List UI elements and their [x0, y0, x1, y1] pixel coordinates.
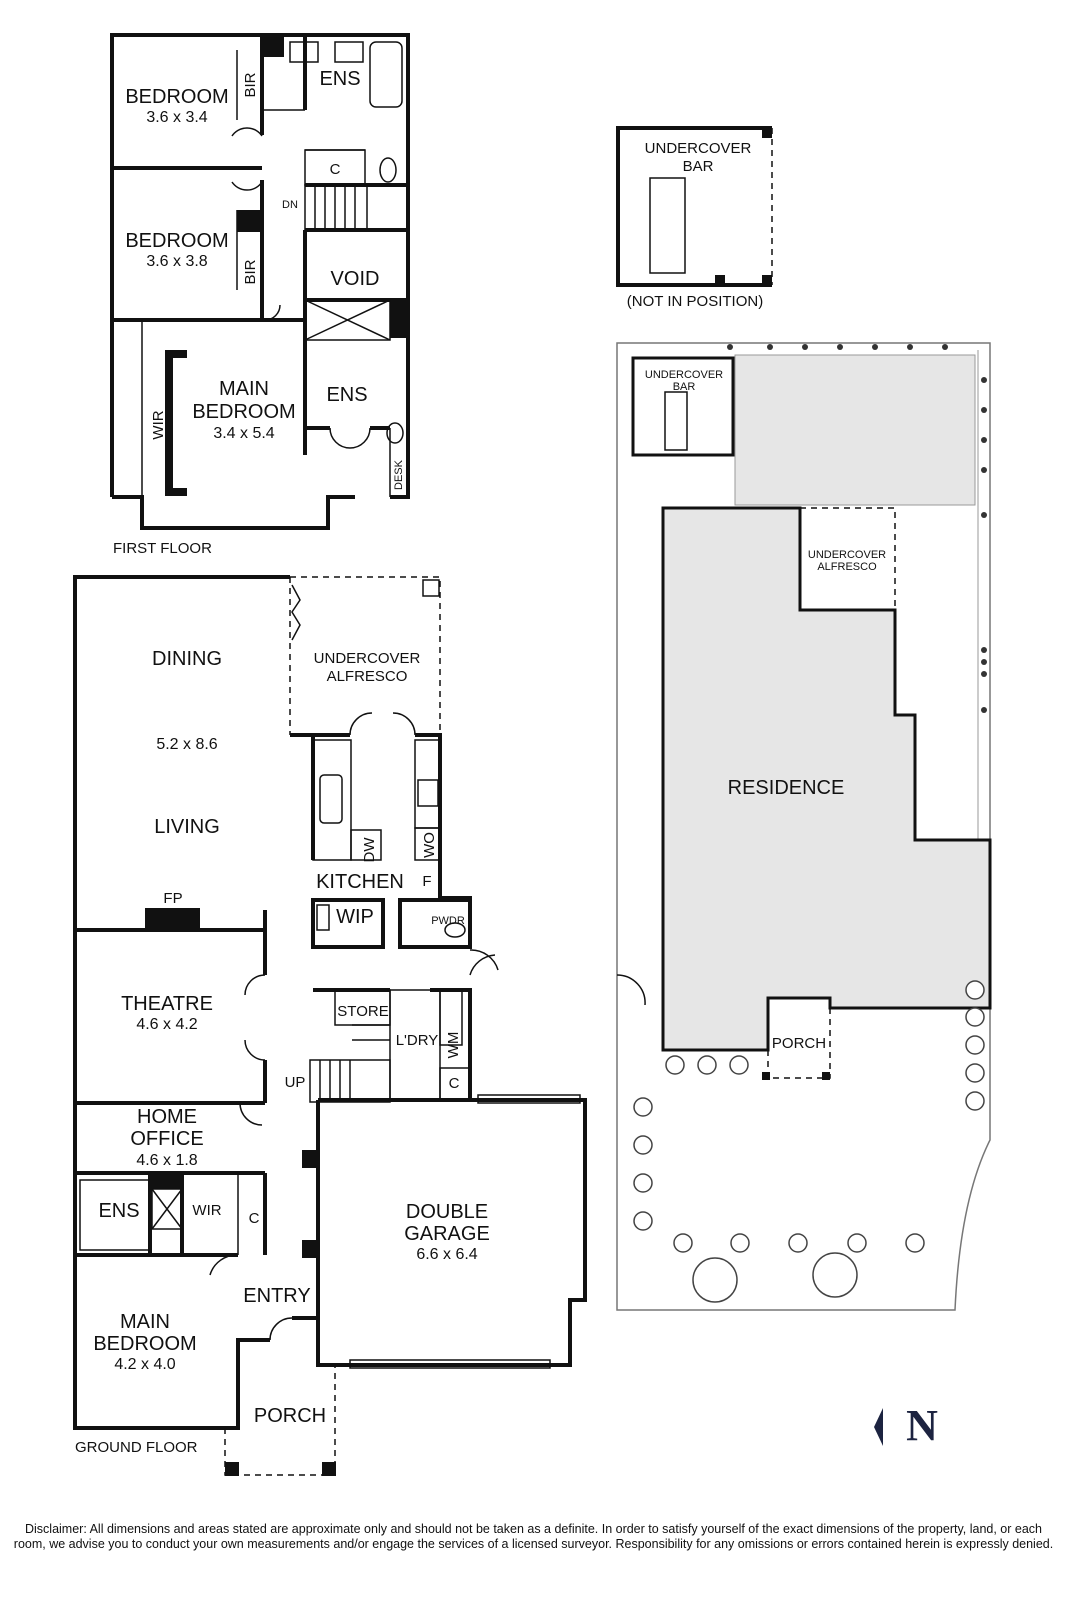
theatre-label: THEATRE: [121, 993, 213, 1015]
stairs-ground-floor: [309, 1024, 391, 1103]
stairs-up-label: UP: [285, 1074, 306, 1091]
entry-label: ENTRY: [243, 1285, 310, 1307]
main-bedroom-gf-label-2: BEDROOM: [93, 1333, 196, 1355]
store-label: STORE: [337, 1003, 388, 1020]
site-porch-label: PORCH: [772, 1035, 826, 1052]
site-alfresco-label-2: ALFRESCO: [817, 561, 877, 573]
alfresco-label-2: ALFRESCO: [327, 668, 408, 685]
wir-gf-label: WIR: [192, 1202, 221, 1219]
bedroom-1-dims: 3.6 x 3.4: [146, 109, 207, 126]
wall-oven-label: WO: [421, 832, 438, 858]
bedroom-2-label: BEDROOM: [125, 230, 228, 252]
void-label: VOID: [331, 268, 380, 290]
dishwasher-label: DW: [361, 837, 378, 863]
fireplace-label: FP: [163, 890, 182, 907]
wir-label: WIR: [150, 410, 167, 439]
living-dining-dims: 5.2 x 8.6: [156, 736, 217, 753]
desk-label: DESK: [393, 459, 405, 490]
garage-dims: 6.6 x 6.4: [416, 1246, 477, 1263]
home-office-label-1: HOME: [137, 1106, 197, 1128]
fridge-label: F: [422, 873, 431, 890]
stairs-down-label: DN: [282, 199, 298, 211]
bedroom-1-label: BEDROOM: [125, 86, 228, 108]
kitchen-label: KITCHEN: [316, 871, 404, 893]
alfresco-label-1: UNDERCOVER: [314, 650, 421, 667]
site-alfresco-label-1: UNDERCOVER: [808, 549, 886, 561]
site-plan: UNDERCOVER BAR UNDERCOVER ALFRESCO RESID…: [616, 342, 992, 1311]
first-floor-plan: BEDROOM 3.6 x 3.4 BEDROOM 3.6 x 3.8 MAIN…: [110, 33, 410, 557]
theatre-dims: 4.6 x 4.2: [136, 1016, 197, 1033]
cupboard-label: C: [330, 161, 341, 178]
ens-1-label: ENS: [319, 68, 360, 90]
main-bedroom-ff-label-2: BEDROOM: [192, 401, 295, 423]
main-bedroom-gf-dims: 4.2 x 4.0: [114, 1356, 175, 1373]
powder-room-label: PWDR: [431, 915, 465, 927]
first-floor-title: FIRST FLOOR: [113, 540, 212, 557]
undercover-bar-label-2: BAR: [683, 158, 714, 175]
cupboard-2-label: C: [249, 1210, 260, 1227]
home-office-dims: 4.6 x 1.8: [136, 1152, 197, 1169]
cupboard-1-label: C: [449, 1075, 460, 1092]
site-bar-label-1: UNDERCOVER: [645, 369, 723, 381]
residence-label: RESIDENCE: [728, 777, 845, 799]
laundry-label: L'DRY: [396, 1032, 439, 1049]
residence-footprint: [661, 506, 992, 1052]
ens-label: ENS: [98, 1200, 139, 1222]
main-bedroom-ff-dims: 3.4 x 5.4: [213, 425, 274, 442]
undercover-bar-detail: UNDERCOVER BAR (NOT IN POSITION): [616, 126, 773, 310]
north-arrow-icon: [874, 1408, 883, 1446]
bedroom-2-dims: 3.6 x 3.8: [146, 253, 207, 270]
stairs-first-floor: [304, 184, 368, 231]
main-bedroom-gf-label-1: MAIN: [120, 1311, 170, 1333]
ground-floor-title: GROUND FLOOR: [75, 1439, 198, 1456]
site-bar-label-2: BAR: [673, 381, 696, 393]
dining-label: DINING: [152, 648, 222, 670]
north-arrow: N: [874, 1401, 938, 1450]
shrubs: [633, 980, 985, 1303]
garage-label-1: DOUBLE: [406, 1201, 488, 1223]
undercover-bar-label-1: UNDERCOVER: [645, 140, 752, 157]
wip-label: WIP: [336, 906, 374, 928]
ens-2-label: ENS: [326, 384, 367, 406]
main-bedroom-ff-label-1: MAIN: [219, 378, 269, 400]
porch-label: PORCH: [254, 1405, 326, 1427]
fence-posts: [727, 344, 987, 713]
ground-floor-plan: DINING 5.2 x 8.6 LIVING UNDERCOVER ALFRE…: [73, 575, 587, 1476]
living-label: LIVING: [154, 816, 220, 838]
not-in-position-note: (NOT IN POSITION): [627, 293, 763, 310]
washing-machine-label: WM: [445, 1032, 462, 1059]
garage-label-2: GARAGE: [404, 1223, 490, 1245]
bir-2-label: BIR: [242, 259, 259, 284]
home-office-label-2: OFFICE: [130, 1128, 203, 1150]
north-label: N: [906, 1401, 938, 1450]
bir-1-label: BIR: [242, 72, 259, 97]
disclaimer-text: Disclaimer: All dimensions and areas sta…: [13, 1522, 1054, 1551]
